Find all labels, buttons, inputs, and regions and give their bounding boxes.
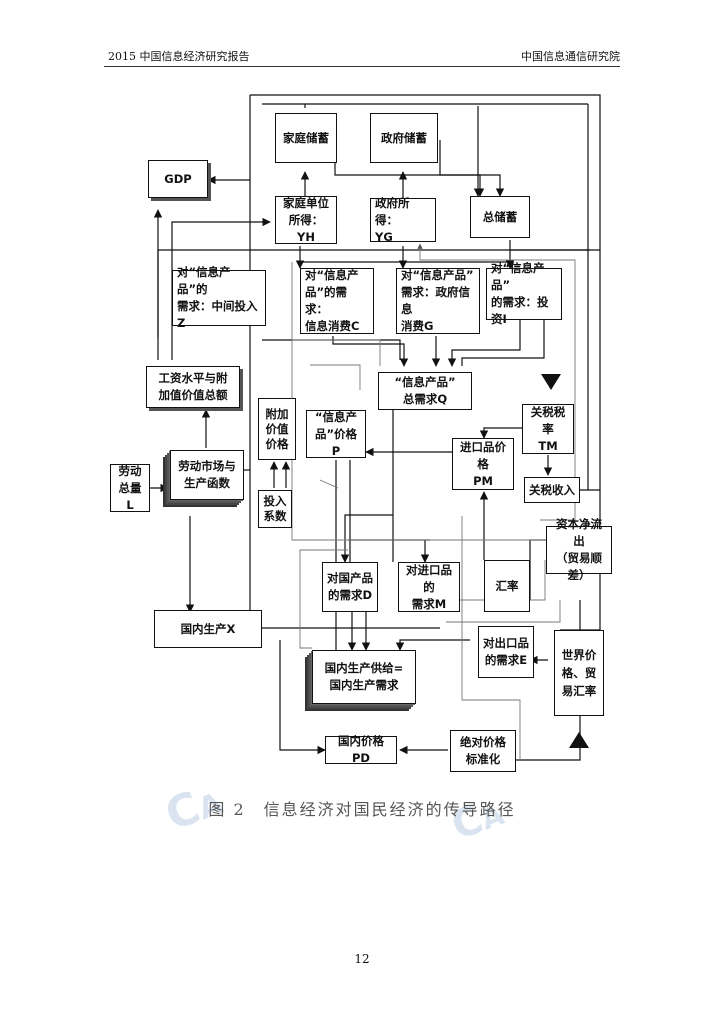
- box-household-income: 家庭单位 所得：YH: [275, 196, 337, 244]
- box-gdp: GDP: [148, 160, 208, 198]
- box-tariff-revenue: 关税收入: [524, 477, 580, 503]
- page-number: 12: [354, 952, 370, 966]
- box-wages-value-added: 工资水平与附 加值价值总额: [146, 366, 240, 408]
- box-demand-consumption: 对“信息产 品”的需求： 信息消费C: [300, 268, 374, 334]
- box-demand-export: 对出口品 的需求E: [478, 626, 534, 678]
- box-capital-outflow: 资本净流出 （贸易顺差）: [546, 517, 612, 582]
- box-exchange-rate: 汇率: [484, 560, 530, 612]
- box-government-income: 政府所得： YG: [370, 196, 436, 244]
- box-domestic-price: 国内价格PD: [325, 734, 397, 765]
- box-total-savings: 总储蓄: [470, 196, 530, 238]
- box-demand-intermediate: 对“信息产品”的 需求：中间投入Z: [172, 265, 266, 330]
- box-tariff-rate: 关税税率 TM: [522, 404, 574, 454]
- header-right: 中国信息通信研究院: [521, 50, 620, 63]
- box-demand-government: 对“信息产品” 需求：政府信息 消费G: [396, 268, 480, 334]
- box-supply-equals-demand: 国内生产供给= 国内生产需求: [312, 650, 416, 704]
- box-import-price: 进口品价格 PM: [452, 438, 514, 490]
- box-world-price: 世界价 格、贸 易汇率: [554, 630, 604, 716]
- box-info-total-demand: “信息产品” 总需求Q: [378, 372, 472, 410]
- box-demand-investment: 对“信息产品” 的需求：投资I: [486, 261, 562, 326]
- box-absolute-price: 绝对价格 标准化: [450, 730, 516, 772]
- triangle-up-icon: [569, 732, 589, 748]
- box-demand-domestic: 对国产品 的需求D: [322, 562, 378, 612]
- box-household-savings: 家庭储蓄: [275, 113, 337, 163]
- box-demand-import: 对进口品的 需求M: [398, 562, 460, 612]
- header-rule: [104, 66, 620, 67]
- box-input-coefficient: 投入 系数: [258, 490, 292, 528]
- header-left: 2015 中国信息经济研究报告: [108, 50, 250, 63]
- box-value-added-price: 附加 价值 价格: [258, 398, 296, 460]
- triangle-down-icon: [541, 374, 561, 390]
- box-labor-market: 劳动市场与 生产函数: [170, 450, 244, 500]
- box-labor-total: 劳动 总量L: [110, 464, 150, 512]
- box-info-price: “信息产 品”价格P: [306, 410, 366, 458]
- box-domestic-production: 国内生产X: [154, 610, 262, 648]
- figure-caption: 图 2 信息经济对国民经济的传导路径: [208, 800, 516, 819]
- box-government-savings: 政府储蓄: [370, 113, 438, 163]
